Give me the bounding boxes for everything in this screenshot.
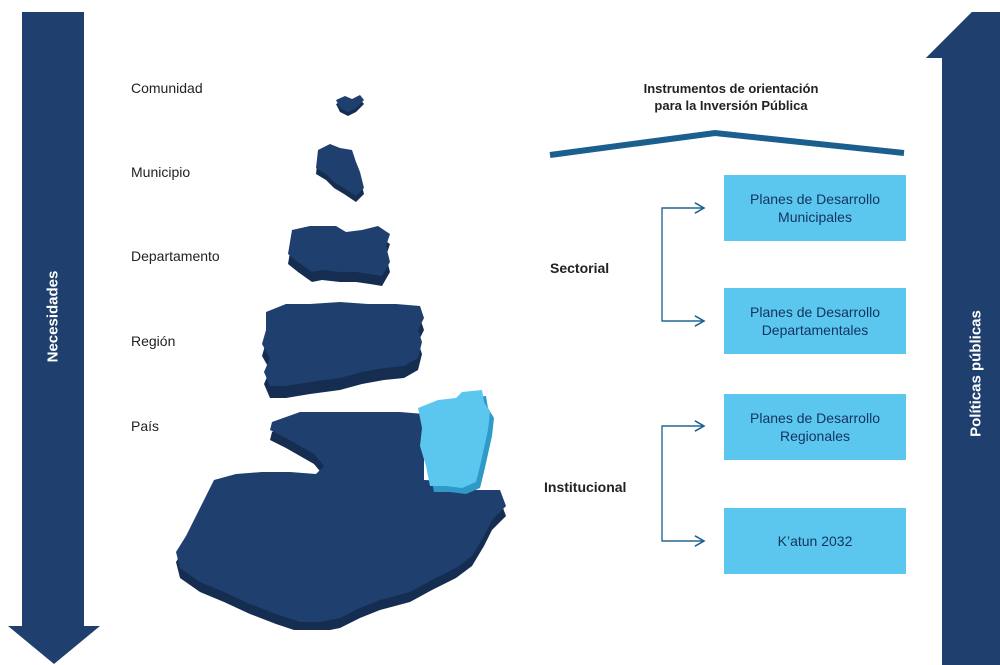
- up-arrow-politicas: [926, 12, 1000, 665]
- group-institucional-label: Institucional: [544, 479, 627, 495]
- box-planes-municipales: Planes de Desarrollo Municipales: [724, 175, 906, 241]
- map-region: [262, 302, 424, 398]
- roof-line: [549, 129, 905, 158]
- map-municipio: [316, 144, 364, 202]
- box-katun-2032-text: K’atun 2032: [777, 533, 853, 549]
- level-municipio: Municipio: [131, 164, 191, 180]
- box-planes-departamentales-text: Planes de Desarrollo Departamentales: [750, 304, 880, 338]
- map-stack: [176, 95, 506, 630]
- level-region: Región: [131, 333, 176, 349]
- box-planes-regionales-text: Planes de Desarrollo Regionales: [750, 410, 880, 444]
- instrumentos-header: Instrumentos de orientación para la Inve…: [643, 81, 819, 113]
- box-planes-municipales-text: Planes de Desarrollo Municipales: [750, 191, 880, 225]
- level-departamento: Departamento: [131, 248, 220, 264]
- level-comunidad: Comunidad: [131, 80, 203, 96]
- map-departamento: [288, 226, 390, 286]
- necesidades-label: Necesidades: [44, 270, 62, 363]
- map-pais: [176, 390, 506, 630]
- level-pais: País: [131, 418, 160, 434]
- box-katun-2032: K’atun 2032: [724, 508, 906, 574]
- politicas-publicas-label: Políticas públicas: [967, 310, 985, 437]
- map-comunidad: [336, 95, 364, 116]
- down-arrow-necesidades: [8, 12, 100, 664]
- group-sectorial-label: Sectorial: [550, 260, 610, 276]
- bracket-sectorial: [661, 207, 704, 322]
- bracket-connectors: [661, 202, 706, 547]
- box-planes-regionales: Planes de Desarrollo Regionales: [724, 394, 906, 460]
- bracket-institucional: [661, 425, 704, 542]
- box-planes-departamentales: Planes de Desarrollo Departamentales: [724, 288, 906, 354]
